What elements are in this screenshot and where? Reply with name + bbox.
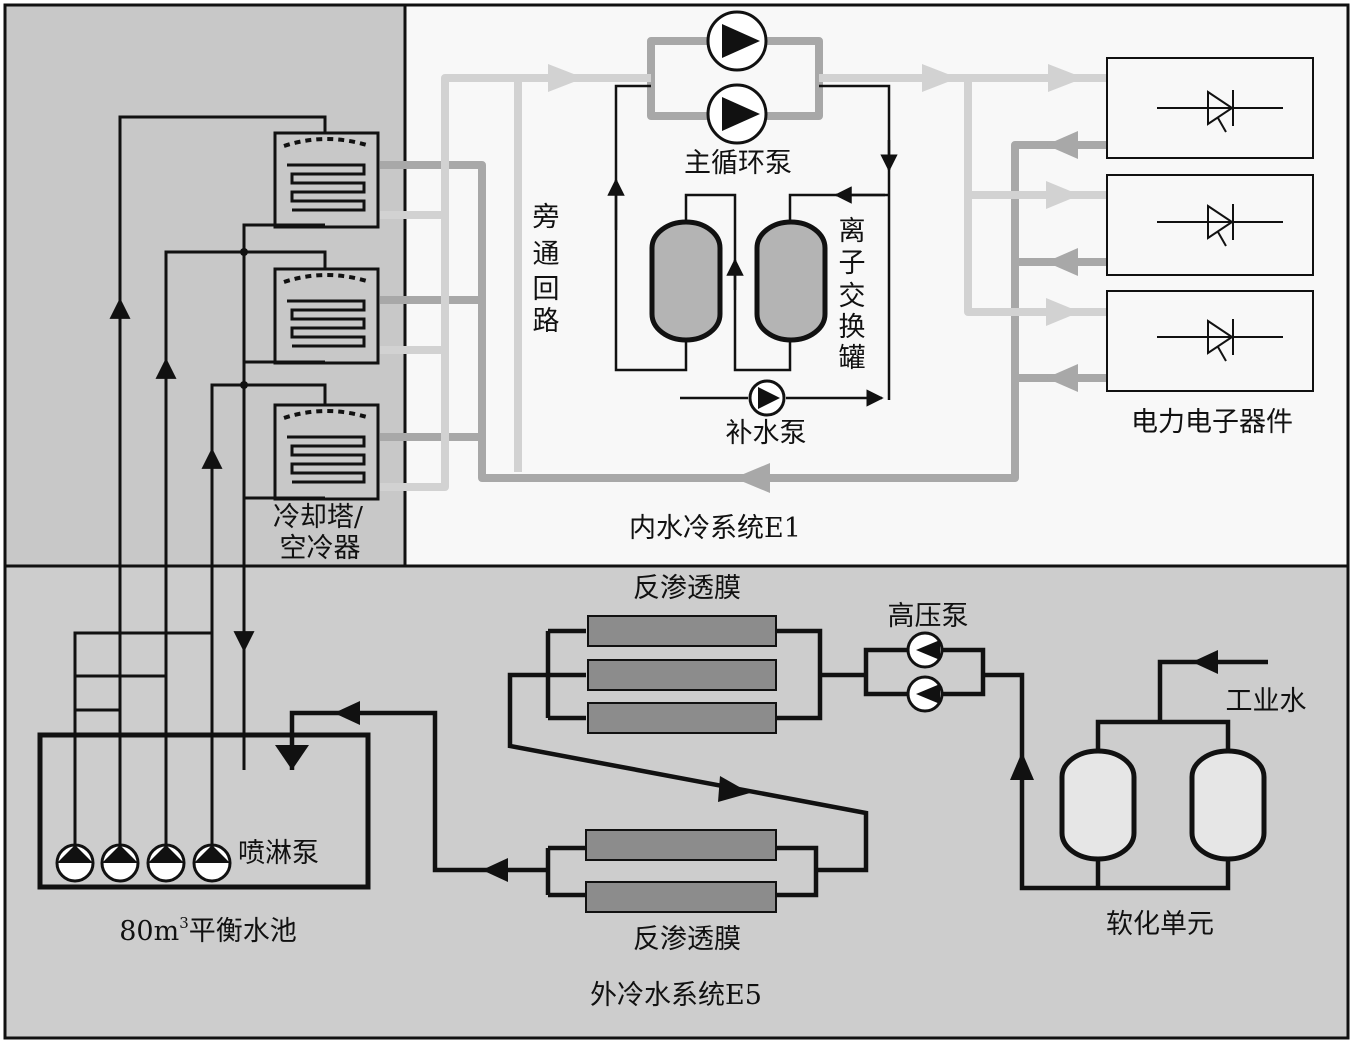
cooling-tower-2[interactable] bbox=[273, 267, 380, 365]
makeup-pump-label: 补水泵 bbox=[726, 418, 807, 449]
outer-system-label: 外冷水系统E5 bbox=[590, 980, 762, 1011]
high-pressure-pump-upper-icon[interactable] bbox=[906, 631, 944, 669]
outer-water-pipes bbox=[289, 628, 1268, 898]
svg-text:回: 回 bbox=[533, 274, 560, 305]
thyristor-icon bbox=[1157, 319, 1283, 362]
ro-membrane-top-group bbox=[587, 615, 777, 734]
svg-text:换: 换 bbox=[839, 312, 866, 343]
softening-unit-label: 软化单元 bbox=[1106, 909, 1214, 940]
main-pump-upper-icon[interactable] bbox=[706, 10, 768, 72]
power-electronic-device-1[interactable] bbox=[1106, 57, 1314, 159]
high-pressure-pump-lower-icon[interactable] bbox=[906, 675, 944, 713]
balance-water-pool bbox=[37, 732, 371, 890]
thyristor-icon bbox=[1157, 204, 1283, 247]
ion-exchange-label: 离 子 交 换 罐 bbox=[839, 216, 866, 374]
ro-membrane-bottom-label: 反渗透膜 bbox=[633, 924, 741, 955]
makeup-pump-icon[interactable] bbox=[748, 379, 786, 417]
high-pressure-pump-label: 高压泵 bbox=[888, 601, 969, 632]
svg-text:交: 交 bbox=[839, 281, 866, 312]
outer-water-arrows bbox=[275, 650, 1218, 882]
hot-water-arrows bbox=[734, 131, 1078, 493]
ion-exchange-loop bbox=[607, 84, 898, 407]
cooling-tower-label-line1: 冷却塔/ bbox=[273, 502, 364, 533]
balance-pool-label: 80m3平衡水池 bbox=[119, 914, 297, 947]
junction-dot bbox=[240, 381, 248, 389]
cooling-tower-3[interactable] bbox=[273, 403, 380, 501]
spray-pump-2-icon[interactable] bbox=[100, 843, 140, 883]
softening-tank-right bbox=[1189, 748, 1267, 862]
main-pump-lower-icon[interactable] bbox=[706, 83, 768, 145]
inner-system-label: 内水冷系统E1 bbox=[629, 513, 801, 544]
ion-exchange-tank-left bbox=[649, 219, 723, 343]
spray-pump-3-icon[interactable] bbox=[146, 843, 186, 883]
main-pump-label: 主循环泵 bbox=[684, 148, 792, 179]
thyristor-icon bbox=[1157, 90, 1283, 133]
ion-exchange-tank-right bbox=[754, 219, 828, 343]
svg-text:通: 通 bbox=[533, 239, 560, 270]
power-electronic-device-3[interactable] bbox=[1106, 290, 1314, 392]
ro-membrane-top-label: 反渗透膜 bbox=[633, 573, 741, 604]
ro-membrane-bottom-group bbox=[585, 829, 777, 913]
svg-text:旁: 旁 bbox=[533, 202, 560, 233]
svg-text:路: 路 bbox=[533, 306, 560, 337]
svg-text:子: 子 bbox=[839, 248, 866, 279]
cooling-tower-1[interactable] bbox=[273, 131, 380, 229]
junction-dot bbox=[240, 248, 248, 256]
spray-pump-4-icon[interactable] bbox=[192, 843, 232, 883]
power-electronics-label: 电力电子器件 bbox=[1131, 407, 1293, 438]
softening-tank-left bbox=[1059, 748, 1137, 862]
spray-pump-label: 喷淋泵 bbox=[238, 838, 319, 869]
cooling-tower-label-line2: 空冷器 bbox=[280, 533, 361, 564]
cold-water-arrows bbox=[548, 64, 1084, 326]
bypass-label: 旁 通 回 路 bbox=[533, 202, 560, 337]
power-electronic-device-2[interactable] bbox=[1106, 174, 1314, 276]
spray-pump-1-icon[interactable] bbox=[55, 843, 95, 883]
svg-text:罐: 罐 bbox=[839, 343, 866, 374]
industrial-water-label: 工业水 bbox=[1226, 686, 1307, 717]
svg-text:离: 离 bbox=[839, 216, 866, 247]
